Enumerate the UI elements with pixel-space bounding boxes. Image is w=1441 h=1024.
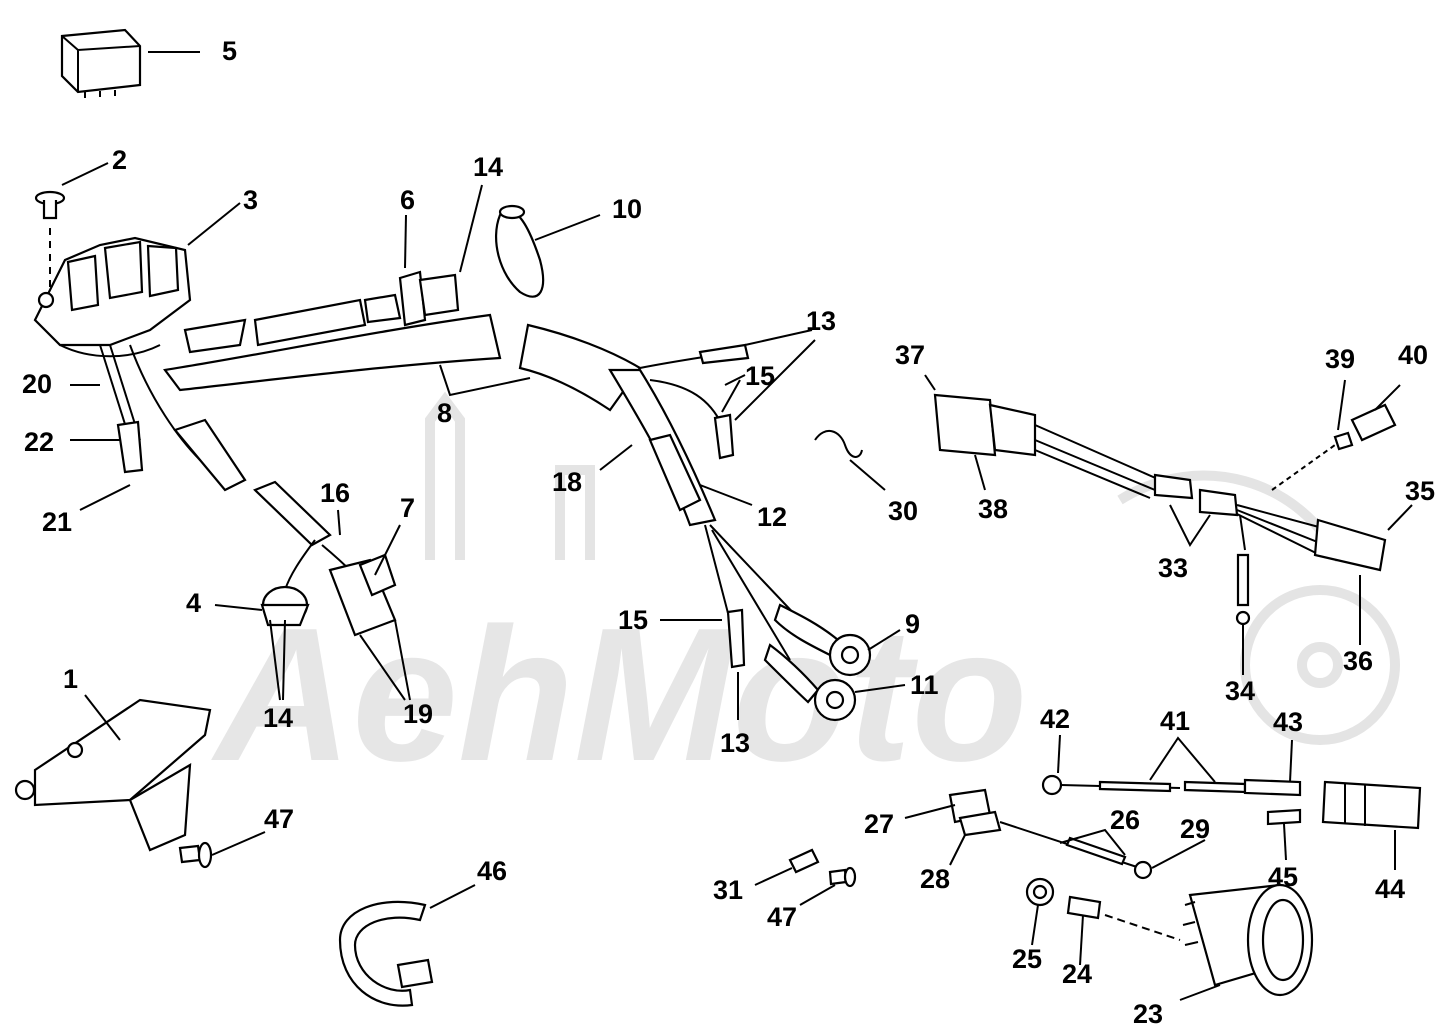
callout-3: 3 — [243, 185, 258, 215]
callout-6: 6 — [400, 185, 415, 215]
callout-46: 46 — [477, 856, 507, 886]
part-harness-branch-left — [99, 344, 332, 547]
callout-5: 5 — [222, 36, 237, 66]
callout-24: 24 — [1062, 959, 1092, 989]
callout-16: 16 — [320, 478, 350, 508]
part-strap — [338, 900, 434, 1007]
callout-10: 10 — [612, 194, 642, 224]
callout-4: 4 — [186, 588, 201, 618]
callout-9: 9 — [905, 609, 920, 639]
callout-43: 43 — [1273, 707, 1303, 737]
callout-34: 34 — [1225, 676, 1255, 706]
callout-31: 31 — [713, 875, 743, 905]
part-harness-branch-right — [608, 343, 872, 722]
callout-26: 26 — [1110, 805, 1140, 835]
part-screw-47 — [178, 841, 213, 869]
callout-28: 28 — [920, 864, 950, 894]
callout-15b: 15 — [618, 605, 648, 635]
callout-36: 36 — [1343, 646, 1373, 676]
callout-14b: 14 — [263, 703, 293, 733]
callout-22: 22 — [24, 427, 54, 457]
callout-29: 29 — [1180, 814, 1210, 844]
part-clip-31 — [788, 848, 820, 874]
part-harness-right — [933, 393, 1397, 626]
callout-2: 2 — [112, 145, 127, 175]
callout-40: 40 — [1398, 340, 1428, 370]
callout-27: 27 — [864, 809, 894, 839]
callout-labels: 5 2 3 6 14 10 13 15 37 39 40 20 8 22 18 … — [22, 36, 1435, 1024]
watermark-text: AehMoto — [211, 589, 1028, 801]
callout-7: 7 — [400, 493, 415, 523]
callout-38: 38 — [978, 494, 1008, 524]
callout-20: 20 — [22, 369, 52, 399]
part-clamp-10 — [495, 204, 545, 298]
part-gauge — [1025, 877, 1314, 997]
callout-45: 45 — [1268, 862, 1298, 892]
part-lead-assembly — [1041, 774, 1422, 830]
callout-47: 47 — [264, 804, 294, 834]
callout-15: 15 — [745, 361, 775, 391]
callout-23: 23 — [1133, 999, 1163, 1024]
part-relay — [60, 28, 142, 98]
leader-lines — [61, 51, 1413, 1001]
callout-13: 13 — [806, 306, 836, 336]
callout-18: 18 — [552, 467, 582, 497]
callout-41: 41 — [1160, 706, 1190, 736]
part-wire-30 — [814, 430, 863, 458]
callout-13b: 13 — [720, 728, 750, 758]
part-bracket — [14, 698, 212, 852]
callout-44: 44 — [1375, 874, 1405, 904]
callout-1: 1 — [63, 664, 78, 694]
callout-8: 8 — [437, 398, 452, 428]
callout-25: 25 — [1012, 944, 1042, 974]
callout-12: 12 — [757, 502, 787, 532]
callout-21: 21 — [42, 507, 72, 537]
callout-14: 14 — [473, 152, 503, 182]
callout-37: 37 — [895, 340, 925, 370]
callout-42: 42 — [1040, 704, 1070, 734]
part-screw-2 — [34, 190, 66, 290]
part-sender-lead — [948, 788, 1153, 880]
part-harness-main-tube — [163, 313, 642, 412]
part-screw-47b — [828, 866, 857, 888]
callout-11: 11 — [910, 670, 939, 700]
callout-47b: 47 — [767, 902, 797, 932]
callout-35: 35 — [1405, 476, 1435, 506]
part-ignition-switch — [33, 236, 192, 358]
callout-19: 19 — [403, 699, 433, 729]
part-harness-upper — [183, 270, 460, 354]
callout-33: 33 — [1158, 553, 1188, 583]
part-connector-group — [260, 539, 397, 637]
callout-30: 30 — [888, 496, 918, 526]
callout-39: 39 — [1325, 344, 1355, 374]
